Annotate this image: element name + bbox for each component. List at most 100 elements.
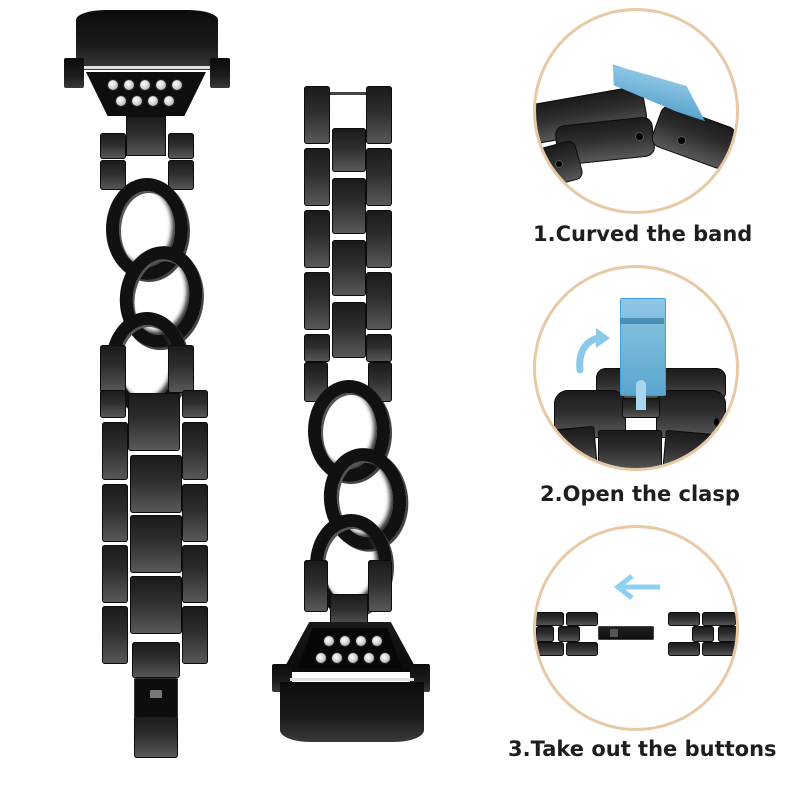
outer-link xyxy=(102,484,128,542)
rhinestone xyxy=(140,80,150,90)
center-link xyxy=(332,302,366,358)
rhinestone xyxy=(124,80,134,90)
rhinestone xyxy=(156,80,166,90)
center-link xyxy=(692,626,714,642)
outer-link xyxy=(536,612,564,626)
link-pin-hole xyxy=(556,161,562,167)
outer-link xyxy=(100,390,126,418)
outer-link xyxy=(366,334,392,362)
clasp-tail xyxy=(134,716,178,758)
clasp xyxy=(598,626,654,640)
link-pin xyxy=(330,92,366,95)
chain-stem xyxy=(100,345,126,393)
outer-link xyxy=(182,390,208,418)
link-pin-hole xyxy=(636,133,643,140)
rhinestone xyxy=(132,96,142,106)
connector-stripe xyxy=(84,66,210,69)
center-link xyxy=(130,455,182,513)
band-link xyxy=(662,429,718,468)
right-connector-tab xyxy=(210,58,230,88)
step-2-label: 2.Open the clasp xyxy=(540,482,740,506)
step-1-illustration-circle xyxy=(533,8,739,214)
rhinestone xyxy=(364,653,374,663)
rhinestone xyxy=(324,636,334,646)
outer-link xyxy=(366,148,392,206)
blue-clasp-tongue xyxy=(636,380,646,410)
outer-link xyxy=(304,210,330,268)
link-pin-hole xyxy=(678,137,685,144)
step-2-illustration-circle xyxy=(533,265,739,471)
right-band-bottom-connector xyxy=(280,682,424,742)
band-link xyxy=(598,430,662,468)
chain-stem xyxy=(304,560,328,612)
rhinestone xyxy=(316,653,326,663)
chain-stem xyxy=(368,560,392,612)
outer-link xyxy=(566,612,598,626)
center-link xyxy=(718,626,736,642)
rhinestone xyxy=(340,636,350,646)
outer-link xyxy=(304,148,330,206)
rhinestone xyxy=(332,653,342,663)
outer-link xyxy=(168,133,194,159)
center-link xyxy=(128,393,180,451)
center-link xyxy=(332,240,366,296)
outer-link xyxy=(566,642,598,656)
rhinestone xyxy=(356,636,366,646)
rhinestone xyxy=(164,96,174,106)
left-watch-band xyxy=(50,0,230,800)
clasp-button xyxy=(610,629,618,637)
outer-link xyxy=(304,272,330,330)
outer-link xyxy=(304,334,330,362)
blue-clasp-open xyxy=(620,298,666,396)
clasp-button xyxy=(150,690,162,698)
step-1-label: 1.Curved the band xyxy=(533,222,753,246)
outer-link xyxy=(102,422,128,480)
left-arrow-icon xyxy=(613,574,660,600)
step-3-illustration-circle xyxy=(533,525,739,731)
center-link xyxy=(536,626,554,642)
outer-link xyxy=(182,422,208,480)
outer-link xyxy=(366,86,392,144)
connector-stripe xyxy=(290,678,414,681)
center-link xyxy=(132,642,180,678)
chain-stem xyxy=(168,345,194,393)
rhinestone xyxy=(380,653,390,663)
rhinestone xyxy=(172,80,182,90)
outer-link xyxy=(668,642,700,656)
center-link xyxy=(332,128,366,172)
connector-stem xyxy=(126,116,166,156)
center-link xyxy=(332,178,366,234)
band-link xyxy=(544,425,598,468)
rhinestone xyxy=(116,96,126,106)
outer-link xyxy=(668,612,700,626)
outer-link xyxy=(182,545,208,603)
rhinestone-plate xyxy=(86,72,206,116)
left-band-top-connector xyxy=(76,10,218,70)
outer-link xyxy=(100,133,126,159)
center-link xyxy=(558,626,580,642)
folding-clasp xyxy=(134,678,178,718)
rhinestone xyxy=(372,636,382,646)
rhinestone xyxy=(348,653,358,663)
rhinestone xyxy=(108,80,118,90)
outer-link xyxy=(102,606,128,664)
outer-link xyxy=(304,86,330,144)
link-pin-hole xyxy=(714,418,719,426)
outer-link xyxy=(702,612,736,626)
rhinestone xyxy=(148,96,158,106)
center-link xyxy=(130,576,182,634)
right-watch-band xyxy=(260,0,460,800)
center-link xyxy=(130,515,182,573)
curved-arrow-icon xyxy=(576,328,610,374)
outer-link xyxy=(102,545,128,603)
step-3-label: 3.Take out the buttons xyxy=(508,737,777,761)
chain-stem xyxy=(168,160,194,190)
chain-stem xyxy=(100,160,126,190)
outer-link xyxy=(182,484,208,542)
blue-clasp-ridge xyxy=(620,318,664,324)
outer-link xyxy=(702,642,736,656)
outer-link xyxy=(536,642,564,656)
outer-link xyxy=(182,606,208,664)
outer-link xyxy=(366,210,392,268)
outer-link xyxy=(366,272,392,330)
